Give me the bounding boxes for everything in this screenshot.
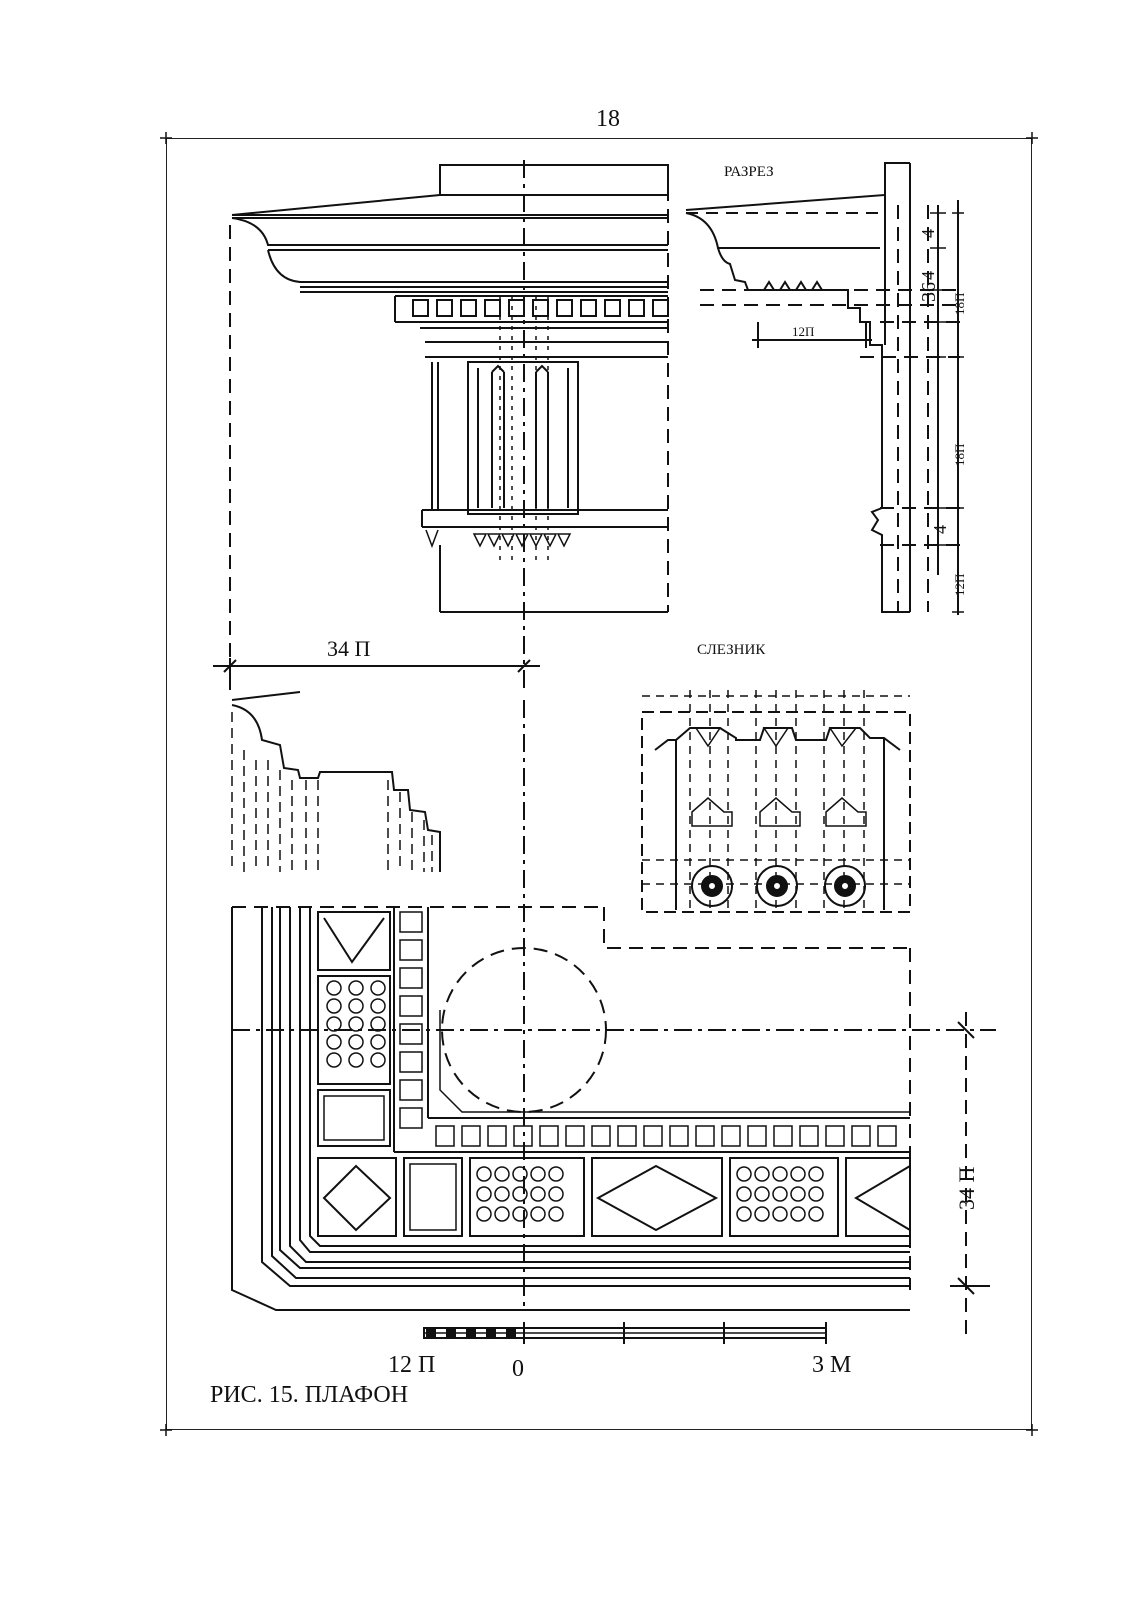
slieznik-drops [691, 865, 866, 907]
scale-label-left: 12 П [388, 1352, 436, 1378]
scale-label-right: 3 М [812, 1352, 852, 1378]
soffit-profile [231, 691, 525, 1310]
dim-36-label: 36 [918, 282, 940, 302]
slieznik-detail [641, 690, 911, 913]
dim-34-top [213, 658, 540, 690]
bottom-band-blocks [435, 1125, 897, 1147]
entablature-elevation [229, 160, 669, 690]
dim-34-right-label: 34 П [954, 1166, 979, 1210]
dim-34-top-label: 34 П [327, 636, 371, 661]
section-razrez [685, 162, 964, 615]
scale-bar [423, 1322, 827, 1344]
dim-4-c-label: 4 [930, 525, 950, 534]
left-band-blocks [399, 911, 423, 1129]
figure-caption: РИС. 15. ПЛАФОН [210, 1382, 409, 1408]
page-number: 18 [596, 106, 620, 132]
frame-ticks [160, 132, 1038, 1436]
scale-label-zero: 0 [512, 1356, 524, 1382]
slieznik-title: СЛЕЗНИК [697, 642, 766, 658]
section-title: РАЗРЕЗ [724, 164, 774, 180]
coffer-circles-bottom-1 [476, 1166, 564, 1222]
dentils [412, 299, 669, 317]
drawing-frame [166, 138, 1032, 1430]
dim-4-b-label: 4 [918, 271, 938, 280]
coffer-circles-left [326, 980, 386, 1068]
dim-18p-b-label: 18П [952, 443, 967, 466]
plafond-plan [231, 906, 996, 1340]
dim-4-a-label: 4 [918, 229, 938, 238]
dim-12p-small-label: 12П [792, 324, 815, 339]
dim-12p-side-label: 12П [952, 573, 967, 596]
dim-18p-a-label: 18П [952, 292, 967, 315]
coffer-circles-bottom-2 [736, 1166, 824, 1222]
